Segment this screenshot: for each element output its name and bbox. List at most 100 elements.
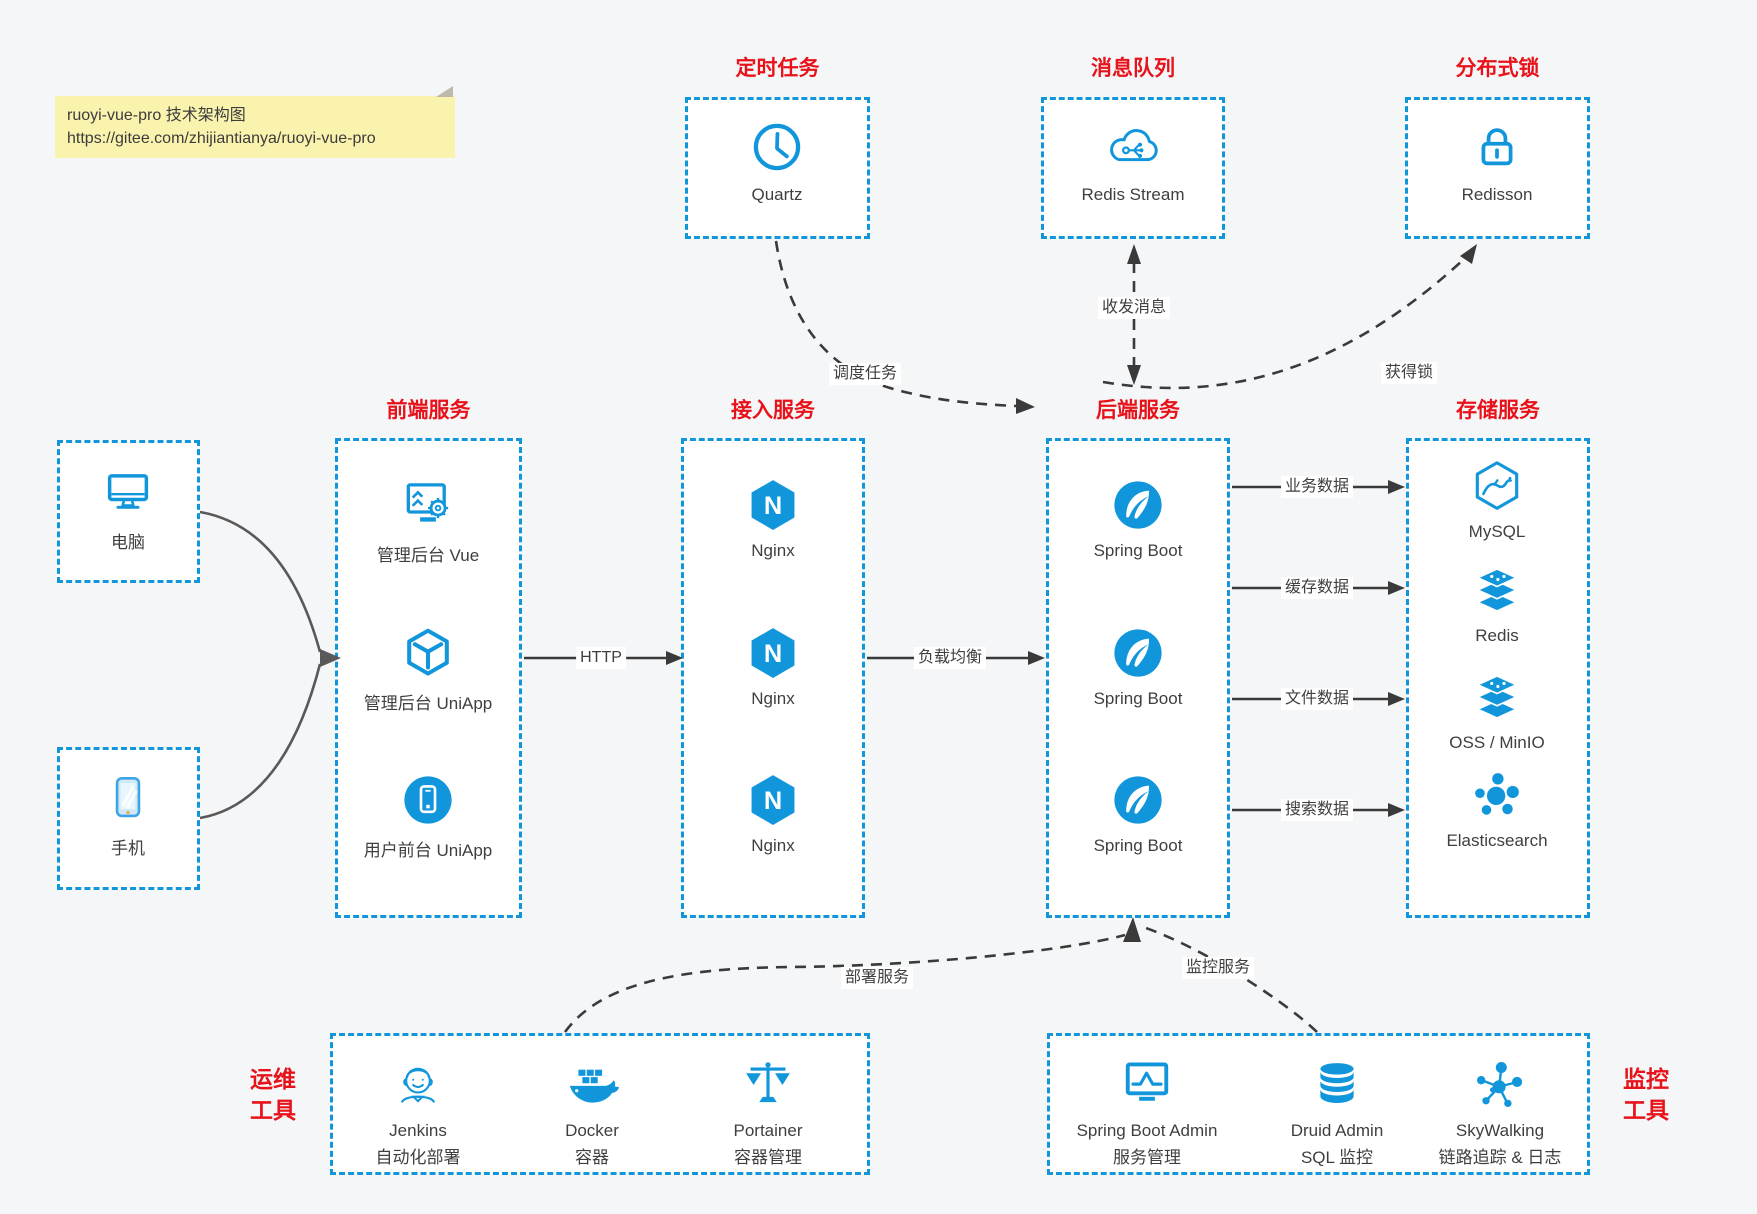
edge-label-deploy-service: 部署服务 xyxy=(840,967,914,989)
node-spring-boot-admin: Spring Boot Admin 服务管理 xyxy=(1055,1057,1239,1168)
spring-icon xyxy=(1114,776,1162,824)
phone-icon xyxy=(115,777,141,818)
node-user-uniapp: 用户前台 UniApp xyxy=(336,772,520,861)
node-sublabel: 服务管理 xyxy=(1113,1148,1181,1167)
node-springboot-2: Spring Boot xyxy=(1046,625,1230,709)
box-lock xyxy=(1405,97,1590,239)
node-jenkins: Jenkins 自动化部署 xyxy=(326,1057,510,1168)
node-label: Redisson xyxy=(1461,185,1533,204)
mysql-icon xyxy=(1475,461,1519,510)
sba-icon xyxy=(1125,1062,1169,1101)
column-title-frontend: 前端服务 xyxy=(386,399,471,422)
node-pc: 电脑 xyxy=(36,464,220,553)
admin-vue-icon xyxy=(406,483,449,522)
node-label: Druid Admin xyxy=(1290,1121,1384,1140)
node-label: Nginx xyxy=(751,689,795,708)
skywalking-icon xyxy=(1476,1061,1523,1108)
note-url[interactable]: https://gitee.com/zhijiantianya/ruoyi-vu… xyxy=(67,130,376,147)
node-label: Redis Stream xyxy=(1081,185,1185,204)
node-elasticsearch: Elasticsearch xyxy=(1405,767,1589,851)
nginx-icon: N xyxy=(751,775,795,825)
node-label: MySQL xyxy=(1468,522,1526,541)
desktop-icon xyxy=(107,474,149,509)
node-label: Quartz xyxy=(751,185,803,204)
spring-icon xyxy=(1114,629,1162,677)
edge-label-file-data: 文件数据 xyxy=(1280,688,1354,710)
elasticsearch-icon xyxy=(1475,773,1519,815)
node-phone: 手机 xyxy=(36,770,220,859)
node-oss-minio: OSS / MinIO xyxy=(1405,669,1589,753)
node-label: Docker xyxy=(565,1121,619,1140)
edge-label-acquire-lock: 获得锁 xyxy=(1380,362,1438,384)
group-title-lock: 分布式锁 xyxy=(1455,57,1540,80)
nginx-icon: N xyxy=(751,480,795,530)
jenkins-icon xyxy=(401,1067,435,1103)
node-label: SkyWalking xyxy=(1455,1121,1545,1140)
nginx-icon: N xyxy=(751,628,795,678)
edge-label-cache-data: 缓存数据 xyxy=(1280,577,1354,599)
node-redisson: Redisson xyxy=(1405,117,1589,205)
clock-icon xyxy=(753,123,801,171)
node-admin-uniapp: 管理后台 UniApp xyxy=(336,625,520,714)
cloud-mq-icon xyxy=(1110,129,1158,162)
edge-label-schedule-task: 调度任务 xyxy=(828,363,902,385)
edge-label-load-balance: 负载均衡 xyxy=(913,647,987,669)
mobile-app-icon xyxy=(404,776,452,824)
node-portainer: Portainer 容器管理 xyxy=(676,1057,860,1168)
node-label: Nginx xyxy=(751,541,795,560)
node-admin-vue: 管理后台 Vue xyxy=(336,477,520,566)
box-mq xyxy=(1041,97,1225,239)
node-label: Elasticsearch xyxy=(1446,831,1548,850)
node-sublabel: 容器 xyxy=(575,1148,609,1167)
svg-text:N: N xyxy=(764,787,782,815)
ops-tools-label: 运维 工具 xyxy=(250,1066,296,1123)
box-monitor-tools xyxy=(1047,1033,1590,1175)
layers-icon xyxy=(1476,675,1518,719)
node-sublabel: 容器管理 xyxy=(734,1148,802,1167)
edge-label-http: HTTP xyxy=(576,647,626,669)
node-redis: Redis xyxy=(1405,562,1589,646)
node-label: 管理后台 Vue xyxy=(376,546,480,565)
box-pc-client xyxy=(57,440,200,583)
node-sublabel: 链路追踪 & 日志 xyxy=(1438,1148,1562,1167)
sticky-note: ruoyi-vue-pro 技术架构图 https://gitee.com/zh… xyxy=(55,86,455,158)
node-label: 电脑 xyxy=(111,533,145,552)
node-label: 手机 xyxy=(111,839,145,858)
node-mysql: MySQL xyxy=(1405,458,1589,542)
node-label: Spring Boot xyxy=(1093,689,1183,708)
group-title-mq: 消息队列 xyxy=(1091,57,1175,80)
node-nginx-3: N Nginx xyxy=(681,772,865,856)
node-sublabel: 自动化部署 xyxy=(375,1148,461,1167)
edge-label-search-data: 搜索数据 xyxy=(1280,799,1354,821)
layers-icon xyxy=(1476,568,1518,612)
lock-icon xyxy=(1481,128,1513,166)
cube-icon xyxy=(407,628,449,676)
node-label: Jenkins xyxy=(389,1121,447,1140)
box-ops-tools xyxy=(330,1033,870,1175)
node-springboot-1: Spring Boot xyxy=(1046,477,1230,561)
edge-label-monitor-service: 监控服务 xyxy=(1181,957,1255,979)
node-label: OSS / MinIO xyxy=(1449,733,1545,752)
box-mobile-client xyxy=(57,747,200,890)
node-skywalking: SkyWalking 链路追踪 & 日志 xyxy=(1408,1057,1592,1168)
portainer-icon xyxy=(746,1062,790,1103)
group-title-scheduler: 定时任务 xyxy=(735,57,820,80)
monitor-tools-label: 监控 工具 xyxy=(1623,1066,1669,1123)
column-title-storage: 存储服务 xyxy=(1456,399,1540,422)
node-druid-admin: Druid Admin SQL 监控 xyxy=(1245,1057,1429,1168)
note-title: ruoyi-vue-pro 技术架构图 xyxy=(67,107,246,124)
edge-label-business-data: 业务数据 xyxy=(1280,476,1354,498)
node-label: Redis xyxy=(1475,626,1519,645)
edge-label-message-rw: 收发消息 xyxy=(1097,297,1171,319)
node-sublabel: SQL 监控 xyxy=(1300,1148,1374,1167)
svg-text:N: N xyxy=(764,640,782,668)
node-label: Portainer xyxy=(733,1121,803,1140)
node-nginx-2: N Nginx xyxy=(681,625,865,709)
node-label: 管理后台 UniApp xyxy=(363,694,493,713)
docker-icon xyxy=(569,1069,620,1103)
node-redis-stream: Redis Stream xyxy=(1041,117,1225,205)
column-title-gateway: 接入服务 xyxy=(731,399,815,422)
node-label: 用户前台 UniApp xyxy=(363,841,493,860)
node-label: Spring Boot Admin xyxy=(1076,1121,1218,1140)
